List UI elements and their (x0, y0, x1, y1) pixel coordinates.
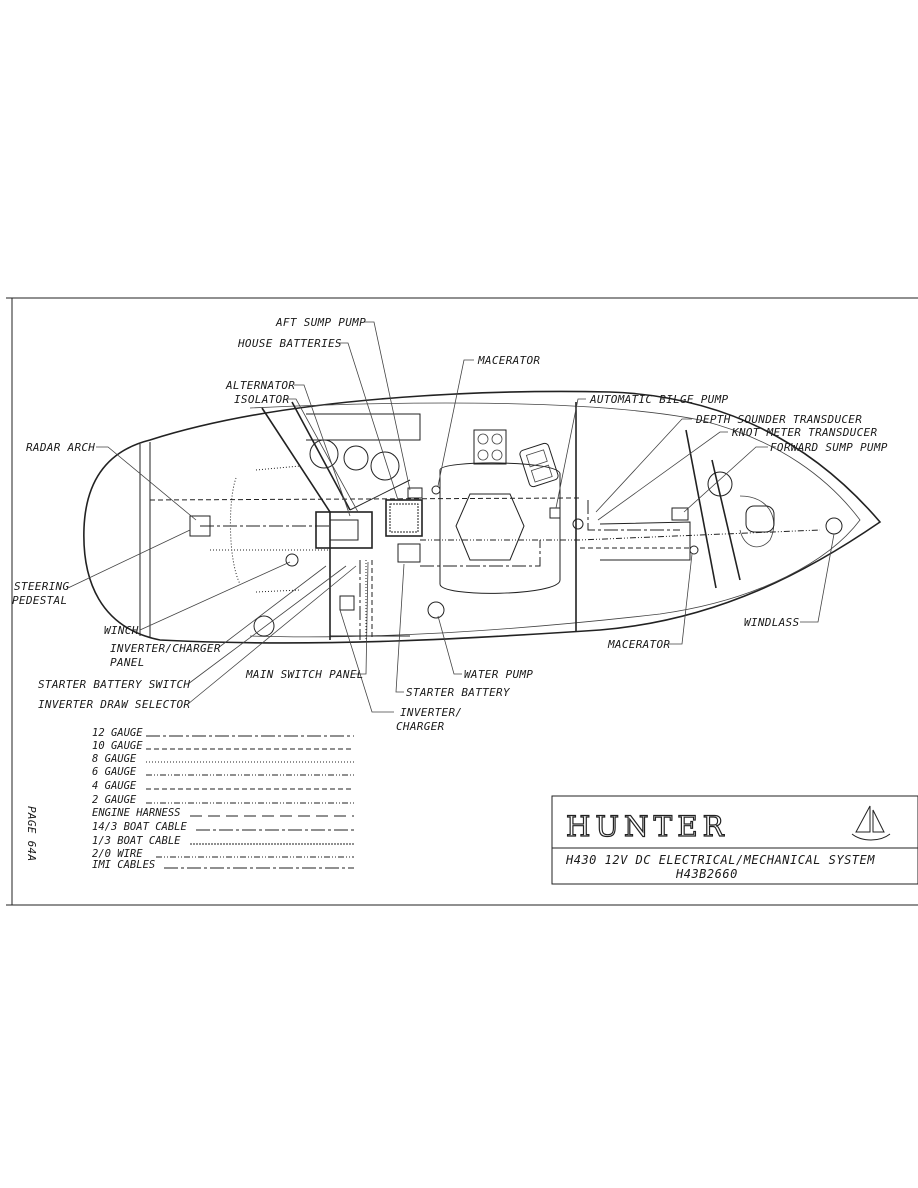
label-alternator: ALTERNATOR (225, 379, 295, 392)
label-automatic-bilge-pump: AUTOMATIC BILGE PUMP (589, 393, 729, 406)
label-radar-arch: RADAR ARCH (26, 441, 95, 454)
legend-label: 2 GAUGE (92, 794, 137, 806)
label-starter-battery: STARTER BATTERY (406, 686, 511, 699)
title-block-frame (551, 795, 918, 885)
legend-label: 1/3 BOAT CABLE (92, 835, 181, 847)
label-house-batteries: HOUSE BATTERIES (237, 337, 342, 350)
legend-label: 6 GAUGE (92, 766, 137, 778)
hull-plan (83, 390, 882, 644)
label-forward-sump-pump: FORWARD SUMP PUMP (770, 441, 888, 454)
label-macerator-top: MACERATOR (477, 354, 540, 367)
label-inverter-draw-selector: INVERTER DRAW SELECTOR (38, 698, 190, 711)
label-inverter-charger-panel-1: INVERTER/CHARGER (110, 642, 221, 655)
label-aft-sump-pump: AFT SUMP PUMP (275, 316, 366, 329)
legend-label: 12 GAUGE (92, 727, 143, 739)
legend-label: ENGINE HARNESS (92, 807, 181, 819)
label-winch: WINCH (104, 624, 139, 637)
wire-legend: 12 GAUGE 10 GAUGE 8 GAUGE 6 GAUGE 4 GAUG… (92, 727, 354, 871)
label-steering-pedestal-2: PEDESTAL (12, 594, 67, 607)
callout-labels: AFT SUMP PUMP HOUSE BATTERIES MACERATOR … (12, 316, 888, 733)
label-depth-sounder-transducer: DEPTH SOUNDER TRANSDUCER (695, 413, 862, 426)
label-windlass: WINDLASS (744, 616, 799, 629)
sailboat-logo-icon (851, 805, 891, 841)
legend-label: 14/3 BOAT CABLE (92, 821, 188, 833)
hunter-logo-text: HUNTER (566, 810, 729, 843)
legend-label: IMI CABLES (92, 859, 155, 871)
callout-leaders (67, 321, 835, 713)
page-label: PAGE 64A (25, 806, 38, 861)
legend-label: 8 GAUGE (92, 753, 137, 765)
label-starter-battery-switch: STARTER BATTERY SWITCH (38, 678, 190, 691)
drawing-title-line1: H430 12V DC ELECTRICAL/MECHANICAL SYSTEM (565, 853, 875, 867)
legend-label: 10 GAUGE (92, 740, 143, 752)
label-main-switch-panel: MAIN SWITCH PANEL (245, 668, 364, 681)
legend-label: 4 GAUGE (92, 780, 137, 792)
label-inverter-charger-panel-2: PANEL (110, 656, 145, 669)
label-inverter-charger-1: INVERTER/ (400, 706, 462, 719)
drawing-number: H43B2660 (675, 867, 738, 881)
label-water-pump: WATER PUMP (464, 668, 533, 681)
label-knot-meter-transducer: KNOT METER TRANSDUCER (731, 426, 877, 439)
title-block: HUNTER H430 12V DC ELECTRICAL/MECHANICAL… (551, 795, 918, 885)
label-macerator-bottom: MACERATOR (607, 638, 670, 651)
label-isolator: ISOLATOR (234, 393, 289, 406)
legend-label: 2/0 WIRE (92, 848, 143, 860)
label-steering-pedestal-1: STEERING (14, 580, 69, 593)
label-inverter-charger-2: CHARGER (396, 720, 445, 733)
